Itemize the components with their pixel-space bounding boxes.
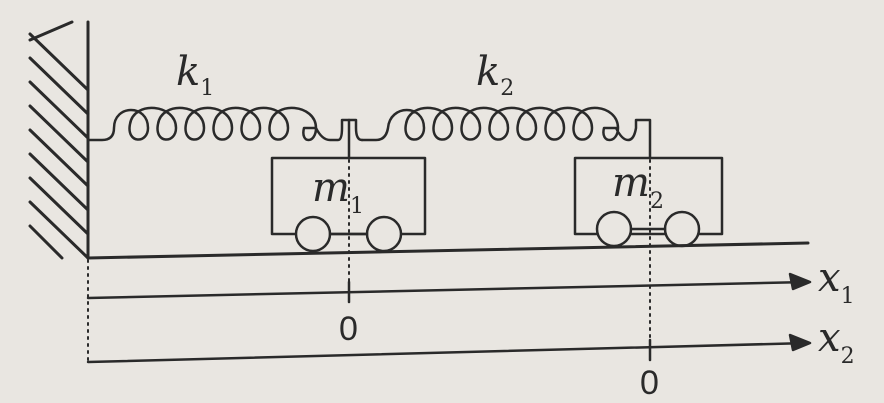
label-m2-subscript: 2 — [649, 189, 664, 214]
spring-k1 — [86, 106, 364, 142]
label-m2-symbol: m — [612, 160, 650, 206]
ground-line — [86, 241, 810, 260]
label-m1-subscript: 1 — [349, 194, 364, 219]
label-x2-symbol: x — [818, 315, 841, 361]
origin-label-x1: 0 — [339, 310, 358, 348]
cart-m1 — [270, 156, 427, 253]
origin-label-x2: 0 — [640, 364, 659, 402]
label-m1: m1 — [312, 165, 364, 218]
label-k2-symbol: k — [476, 49, 501, 95]
label-x1: x1 — [818, 255, 855, 308]
label-x1-symbol: x — [818, 255, 841, 301]
axis-x1 — [86, 272, 812, 304]
label-k2: k2 — [476, 49, 514, 100]
label-x2: x2 — [818, 315, 855, 368]
label-k1-subscript: 1 — [200, 76, 215, 101]
label-k1-symbol: k — [176, 49, 201, 95]
label-m1-symbol: m — [312, 165, 350, 211]
spring-k2 — [360, 106, 652, 160]
wall-hatching — [28, 20, 90, 260]
label-k2-subscript: 2 — [500, 76, 515, 101]
label-x2-subscript: 2 — [840, 344, 855, 369]
label-m2: m2 — [612, 160, 664, 213]
label-x1-subscript: 1 — [840, 284, 855, 309]
axis-x2 — [86, 333, 812, 364]
label-k1: k1 — [176, 49, 214, 100]
